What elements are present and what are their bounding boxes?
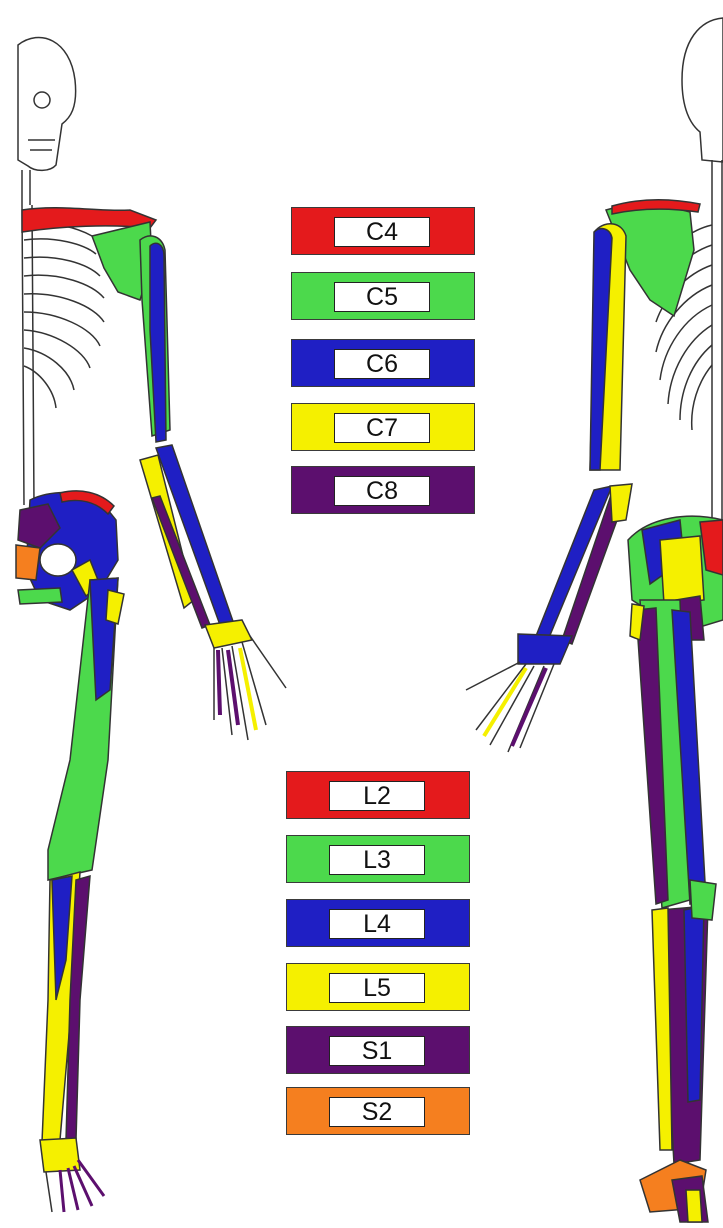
- right-foot: [640, 1160, 708, 1222]
- left-rib-cage: [24, 223, 104, 408]
- left-neck-spine: [22, 170, 30, 205]
- left-foot: [40, 1138, 104, 1212]
- right-fibula: [652, 908, 672, 1150]
- right-hand: [466, 634, 572, 752]
- left-spine: [22, 205, 34, 505]
- right-skull: [682, 18, 723, 162]
- left-skeleton: [16, 38, 286, 1212]
- right-spine: [712, 160, 722, 530]
- left-hand: [205, 620, 286, 740]
- right-skeleton: [466, 18, 723, 1222]
